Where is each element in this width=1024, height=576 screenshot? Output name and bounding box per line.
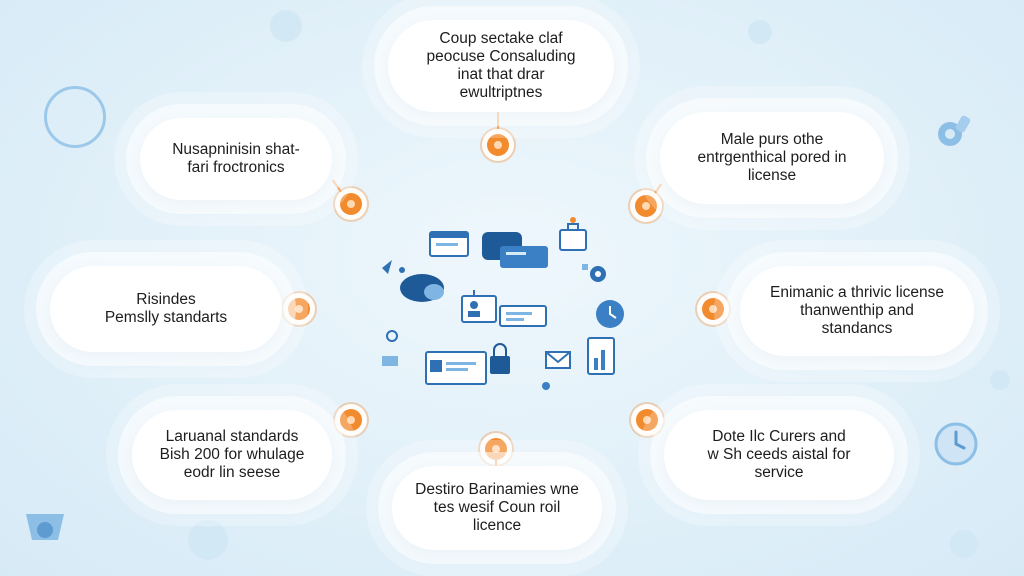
bubble-upper-right: Male purs othe entrgenthical pored in li…	[660, 112, 884, 204]
bubble-middle-left-text: Risindes Pemslly standarts	[104, 291, 228, 326]
bubble-upper-right-text: Male purs othe entrgenthical pored in li…	[697, 131, 847, 184]
decor-dot-right	[748, 20, 772, 44]
rocket-icon	[382, 260, 550, 390]
bubble-bottom: Destiro Barinamies wne tes wesif Coun ro…	[392, 466, 602, 550]
gear-icon	[582, 264, 606, 282]
lock-icon	[490, 343, 510, 374]
bubble-middle-right-text: Enimanic a thrivic license thanwenthip a…	[769, 284, 944, 337]
cloud-icon	[400, 274, 444, 302]
decor-dot-bottom	[188, 520, 228, 560]
chat-bubble-icon	[482, 232, 548, 268]
clock-icon	[934, 422, 978, 466]
document-icon	[499, 305, 547, 327]
decor-ring-top-left	[44, 86, 106, 148]
node-lower-left	[340, 409, 362, 431]
gear-icon	[938, 115, 971, 146]
bubble-top-text: Coup sectake claf peocuse Consaluding in…	[426, 30, 576, 101]
bubble-lower-left-text: Laruanal standards Bish 200 for whulage …	[159, 428, 305, 481]
mail-icon	[545, 351, 571, 369]
connector-top	[497, 112, 499, 136]
user-card-icon	[461, 290, 497, 323]
bubble-upper-left: Nusapninisin shat- fari froctronics	[140, 118, 332, 200]
node-bottom	[485, 438, 507, 460]
node-lower-right	[636, 409, 658, 431]
node-middle-right	[702, 298, 724, 320]
decor-dot-right-mid	[990, 370, 1010, 390]
bubble-bottom-text: Destiro Barinamies wne tes wesif Coun ro…	[415, 481, 579, 534]
bubble-top: Coup sectake claf peocuse Consaluding in…	[388, 20, 614, 112]
bubble-middle-left: Risindes Pemslly standarts	[50, 266, 282, 352]
bubble-upper-left-text: Nusapninisin shat- fari froctronics	[172, 141, 300, 176]
node-top	[487, 134, 509, 156]
browser-window-icon	[429, 231, 469, 257]
beaker-icon	[26, 514, 64, 540]
node-upper-right	[635, 195, 657, 217]
node-middle-left	[288, 298, 310, 320]
decor-dot-left	[10, 8, 44, 42]
node-upper-left	[340, 193, 362, 215]
bubble-lower-right-text: Dote Ilc Curers and w Sh ceeds aistal fo…	[707, 428, 851, 481]
browser-window-icon-bottom	[425, 351, 487, 385]
bubble-middle-right: Enimanic a thrivic license thanwenthip a…	[740, 266, 974, 356]
bubble-lower-right: Dote Ilc Curers and w Sh ceeds aistal fo…	[664, 410, 894, 500]
briefcase-icon	[559, 217, 587, 251]
central-hub-illustration	[382, 217, 624, 390]
bubble-lower-left: Laruanal standards Bish 200 for whulage …	[132, 410, 332, 500]
clock-icon	[596, 300, 624, 328]
decor-dot-bottom-right	[950, 530, 978, 558]
chart-icon	[587, 337, 615, 375]
decor-dot-top	[270, 10, 302, 42]
